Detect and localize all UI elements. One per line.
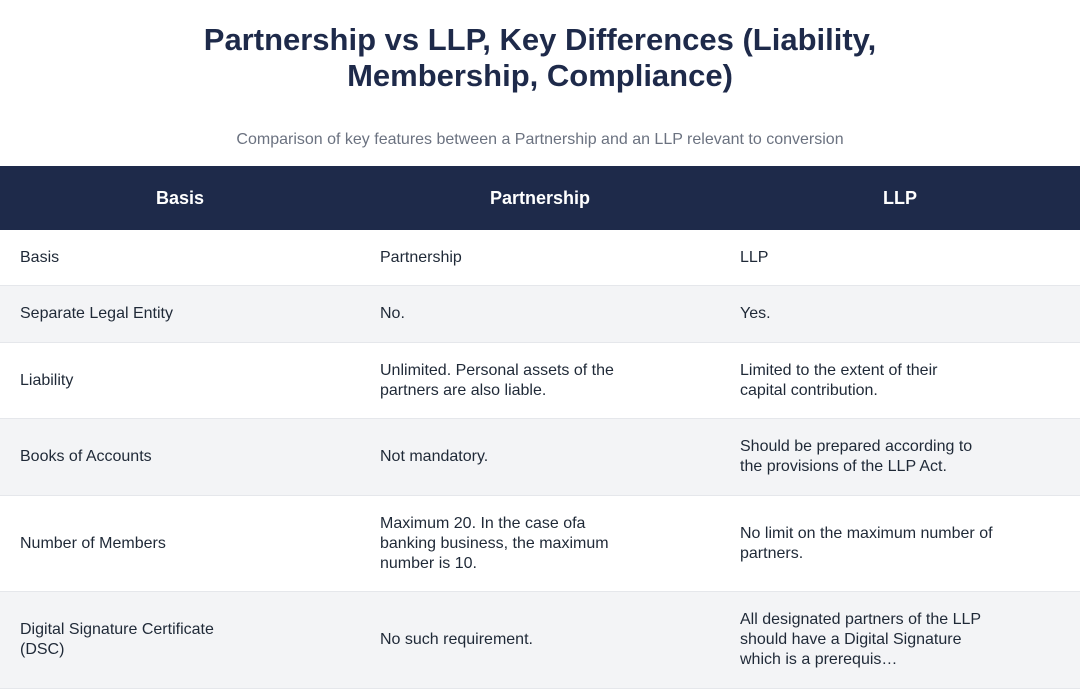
cell-text: Unlimited. Personal assets of the partne… bbox=[380, 361, 614, 399]
cell-text: Digital Signature Certificate (DSC) bbox=[20, 621, 214, 658]
cell-llp: LLP bbox=[720, 230, 1080, 286]
page-subtitle: Comparison of key features between a Par… bbox=[236, 131, 844, 148]
cell-text: Partnership bbox=[380, 248, 462, 266]
table-row: Digital Signature Certificate (DSC) No s… bbox=[0, 591, 1080, 689]
comparison-table: Basis Partnership LLP Basis Partnership … bbox=[0, 166, 1080, 689]
cell-text: No. bbox=[380, 305, 405, 322]
cell-text: Liability bbox=[20, 371, 74, 389]
cell-llp: Should be prepared according to the prov… bbox=[720, 418, 1080, 496]
cell-text: LLP bbox=[740, 248, 769, 266]
column-header-partnership: Partnership bbox=[360, 166, 720, 230]
cell-text: Not mandatory. bbox=[380, 448, 489, 465]
table-row: Number of Members Maximum 20. In the cas… bbox=[0, 495, 1080, 592]
cell-text: Number of Members bbox=[20, 534, 166, 552]
cell-text: Separate Legal Entity bbox=[20, 305, 173, 322]
table-row: Separate Legal Entity No. Yes. bbox=[0, 285, 1080, 343]
cell-text: Yes. bbox=[740, 305, 771, 322]
cell-partnership: No such requirement. bbox=[360, 591, 720, 689]
table-body: Basis Partnership LLP Separate Legal Ent… bbox=[0, 230, 1080, 689]
cell-basis: Basis bbox=[0, 230, 360, 286]
cell-basis: Digital Signature Certificate (DSC) bbox=[0, 591, 360, 689]
cell-basis: Liability bbox=[0, 342, 360, 419]
table-row: Books of Accounts Not mandatory. Should … bbox=[0, 418, 1080, 496]
cell-llp: No limit on the maximum number of partne… bbox=[720, 495, 1080, 592]
cell-text: All designated partners of the LLP shoul… bbox=[740, 611, 981, 668]
cell-text: No limit on the maximum number of partne… bbox=[740, 524, 993, 562]
cell-basis: Number of Members bbox=[0, 495, 360, 592]
cell-llp: Limited to the extent of their capital c… bbox=[720, 342, 1080, 419]
cell-partnership: Not mandatory. bbox=[360, 418, 720, 496]
table-row: Basis Partnership LLP bbox=[0, 230, 1080, 286]
cell-partnership: Unlimited. Personal assets of the partne… bbox=[360, 342, 720, 419]
cell-text: Books of Accounts bbox=[20, 448, 152, 465]
column-header-basis: Basis bbox=[0, 166, 360, 230]
cell-text: Should be prepared according to the prov… bbox=[740, 438, 973, 475]
page-title: Partnership vs LLP, Key Differences (Lia… bbox=[0, 0, 1080, 94]
table-row: Liability Unlimited. Personal assets of … bbox=[0, 342, 1080, 419]
column-header-llp: LLP bbox=[720, 166, 1080, 230]
cell-basis: Separate Legal Entity bbox=[0, 285, 360, 343]
cell-partnership: Maximum 20. In the case ofa banking busi… bbox=[360, 495, 720, 592]
cell-llp: All designated partners of the LLP shoul… bbox=[720, 591, 1080, 689]
header-row: Basis Partnership LLP bbox=[0, 166, 1080, 230]
cell-partnership: No. bbox=[360, 285, 720, 343]
table-header: Basis Partnership LLP bbox=[0, 166, 1080, 230]
cell-text: No such requirement. bbox=[380, 631, 533, 648]
cell-text: Limited to the extent of their capital c… bbox=[740, 361, 938, 399]
page-title-text: Partnership vs LLP, Key Differences (Lia… bbox=[203, 22, 877, 93]
cell-text: Maximum 20. In the case ofa banking busi… bbox=[380, 514, 609, 572]
cell-partnership: Partnership bbox=[360, 230, 720, 286]
cell-text: Basis bbox=[20, 248, 60, 266]
cell-llp: Yes. bbox=[720, 285, 1080, 343]
cell-basis: Books of Accounts bbox=[0, 418, 360, 496]
